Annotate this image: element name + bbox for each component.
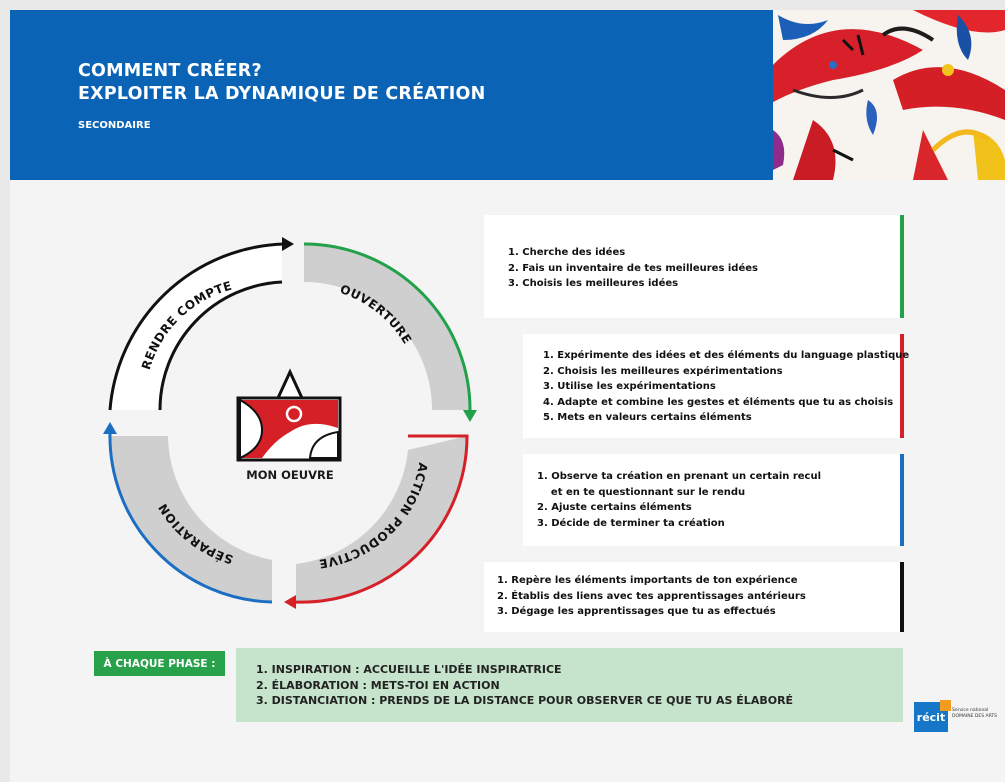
phase-box: 1. INSPIRATION : ACCUEILLE L'IDÉE INSPIR… <box>236 648 903 722</box>
step-item: 3. Utilise les expérimentations <box>543 381 716 392</box>
step-box-color-bar <box>900 215 904 318</box>
segment-separation-arrow <box>108 431 273 604</box>
segment-rendre-compte-arrowhead <box>282 237 294 251</box>
segment-action-productive-arrow <box>293 434 469 604</box>
segment-rendre-compte-inner-line <box>158 280 283 411</box>
step-item: 1. Cherche des idées <box>508 247 626 258</box>
header-artwork-image <box>773 10 1005 180</box>
page-title: COMMENT CRÉER? <box>78 61 262 81</box>
center-label: MON OEUVRE <box>246 468 334 482</box>
step-item: 4. Adapte et combine les gestes et éléme… <box>543 396 894 408</box>
step-item: 3. Choisis les meilleures idées <box>508 278 679 289</box>
step-item: et en te questionnant sur le rendu <box>537 486 746 498</box>
creation-cycle-diagram: OUVERTURE ACTION PRODUCTIVE SÉPARATION R… <box>103 237 477 609</box>
step-box-color-bar <box>900 334 904 438</box>
step-item: 5. Mets en valeurs certains éléments <box>543 412 752 423</box>
logo-mark: récit <box>914 700 951 732</box>
recit-logo: récit Service national DOMAINE DES ARTS <box>914 700 1005 734</box>
header-banner: COMMENT CRÉER? EXPLOITER LA DYNAMIQUE DE… <box>10 10 773 180</box>
step-box-color-bar <box>900 454 904 546</box>
step-box-color-bar <box>900 562 904 632</box>
step-item: 2. Choisis les meilleures expérimentatio… <box>543 365 783 377</box>
step-item: 1. Repère les éléments importants de ton… <box>497 575 798 586</box>
segment-separation <box>110 436 272 602</box>
phase-item: 2. ÉLABORATION : METS-TOI EN ACTION <box>256 678 500 692</box>
segment-rendre-compte-arrow <box>108 242 285 411</box>
segment-ouverture-arrowhead <box>463 410 477 422</box>
step-item: 2. Ajuste certains éléments <box>537 502 692 513</box>
artwork-frame-icon <box>236 368 342 462</box>
step-box-ouverture: 1. Cherche des idées 2. Fais un inventai… <box>484 215 904 318</box>
step-item: 3. Dégage les apprentissages que tu as e… <box>497 606 776 617</box>
segment-separation-arrowhead <box>103 422 117 434</box>
step-box-rendre-compte: 1. Repère les éléments importants de ton… <box>484 562 904 632</box>
segment-action-productive <box>296 436 467 603</box>
step-item: 2. Fais un inventaire de tes meilleures … <box>508 262 758 274</box>
phase-item: 3. DISTANCIATION : PRENDS DE LA DISTANCE… <box>256 694 794 707</box>
step-item: 1. Observe ta création en prenant un cer… <box>537 471 822 482</box>
page-subtitle: EXPLOITER LA DYNAMIQUE DE CRÉATION <box>78 84 486 104</box>
segment-rendre-compte <box>110 244 282 410</box>
step-item: 3. Décide de terminer ta création <box>537 517 725 529</box>
segment-ouverture <box>304 244 470 410</box>
phase-item: 1. INSPIRATION : ACCUEILLE L'IDÉE INSPIR… <box>256 663 562 676</box>
step-item: 1. Expérimente des idées et des éléments… <box>543 350 910 361</box>
logo-text: Service national DOMAINE DES ARTS <box>952 708 998 719</box>
step-item: 2. Établis des liens avec tes apprentiss… <box>497 590 806 602</box>
step-box-action-productive: 1. Expérimente des idées et des éléments… <box>523 334 909 438</box>
segment-ouverture-arrow <box>303 242 472 413</box>
level-label: SECONDAIRE <box>78 120 151 131</box>
phase-label: À CHAQUE PHASE : <box>94 651 225 676</box>
segment-action-productive-arrowhead <box>284 595 296 609</box>
step-box-separation: 1. Observe ta création en prenant un cer… <box>523 454 904 546</box>
